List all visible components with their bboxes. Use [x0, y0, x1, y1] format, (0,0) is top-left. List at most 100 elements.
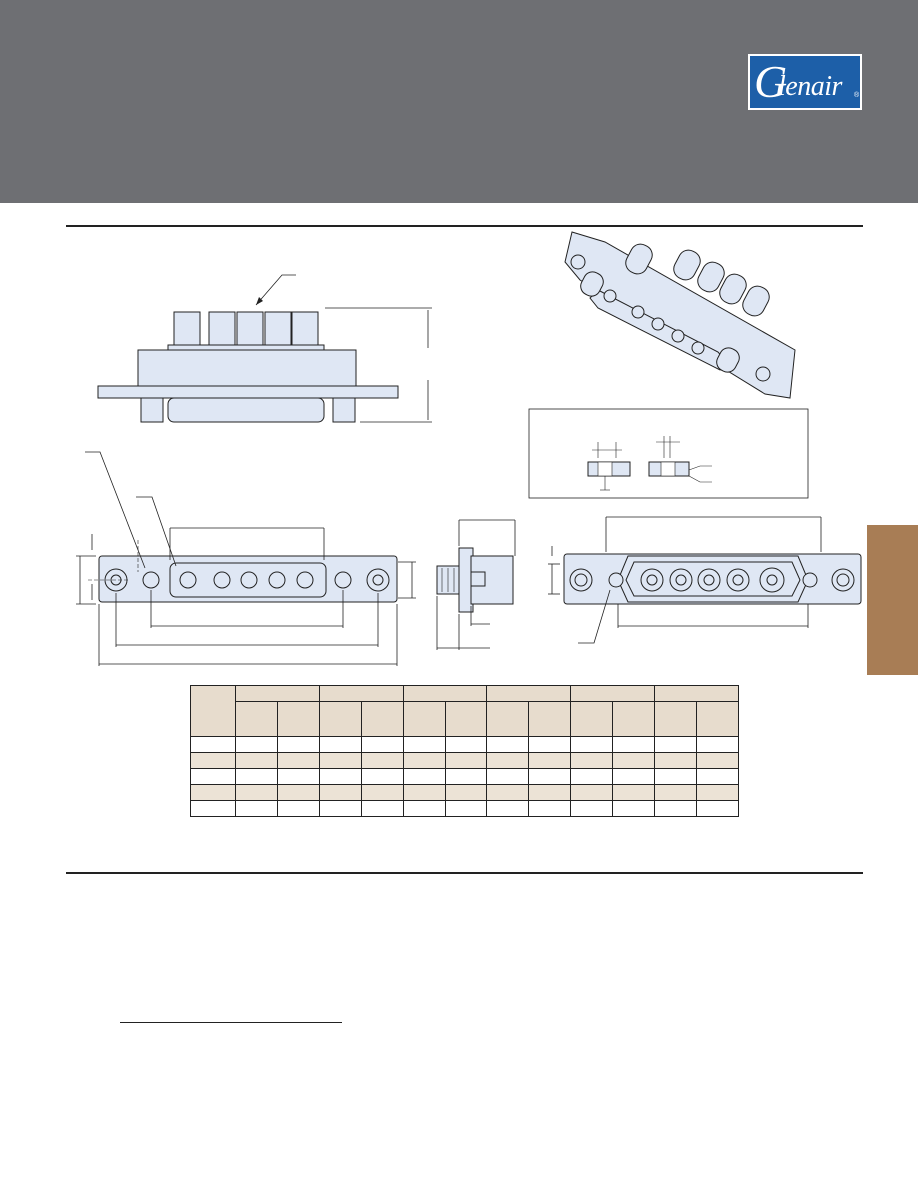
table-cell [402, 800, 446, 817]
table-cell [402, 784, 446, 801]
table-cell [235, 752, 278, 769]
table-cell [486, 736, 530, 753]
table-row [190, 736, 740, 753]
table-group-header [486, 685, 572, 702]
page-header: G lenair ® [0, 0, 918, 203]
dimensions-table [190, 685, 740, 817]
table-cell [654, 736, 697, 753]
table-cell [318, 736, 362, 753]
table-row [190, 784, 740, 801]
table-row [190, 800, 740, 817]
table-cell [612, 800, 656, 817]
table-subheader [235, 701, 278, 737]
table-subheader [528, 701, 572, 737]
table-subheader [360, 701, 404, 737]
table-cell [235, 768, 278, 785]
table-subheader [276, 701, 320, 737]
table-cell [444, 768, 488, 785]
table-cell [190, 736, 236, 753]
front-view [76, 451, 416, 666]
table-cell [444, 752, 488, 769]
table-cell [570, 784, 614, 801]
section-underline [120, 1022, 342, 1023]
table-cell [318, 752, 362, 769]
table-cell [528, 736, 572, 753]
table-cell [612, 752, 656, 769]
table-cell [402, 768, 446, 785]
table-corner-cell [190, 685, 236, 737]
table-cell [695, 784, 740, 801]
table-cell [235, 800, 278, 817]
table-group-header [654, 685, 739, 702]
table-cell [402, 752, 446, 769]
glenair-logo: G lenair ® [748, 54, 862, 110]
table-cell [190, 768, 236, 785]
table-cell [318, 768, 362, 785]
table-cell [318, 784, 362, 801]
table-cell [402, 736, 446, 753]
table-subheader [570, 701, 614, 737]
table-cell [528, 768, 572, 785]
table-cell [486, 800, 530, 817]
section-side-tab [867, 525, 918, 675]
table-cell [444, 784, 488, 801]
table-cell [612, 768, 656, 785]
table-cell [570, 736, 614, 753]
table-cell [190, 752, 236, 769]
detail-box [528, 408, 809, 499]
table-group-header [402, 685, 488, 702]
table-cell [444, 800, 488, 817]
table-cell [654, 768, 697, 785]
table-cell [654, 752, 697, 769]
table-cell [360, 768, 404, 785]
table-cell [486, 784, 530, 801]
table-cell [654, 800, 697, 817]
table-group-header [570, 685, 656, 702]
table-cell [360, 752, 404, 769]
table-cell [570, 800, 614, 817]
table-subheader [318, 701, 362, 737]
table-row [190, 768, 740, 785]
rear-view [548, 516, 862, 644]
table-subheader [612, 701, 656, 737]
table-subheader [695, 701, 740, 737]
table-cell [612, 784, 656, 801]
table-cell [360, 784, 404, 801]
table-group-header [235, 685, 320, 702]
table-subheader [402, 701, 446, 737]
bottom-section-rule [66, 872, 863, 874]
table-cell [695, 768, 740, 785]
table-cell [695, 736, 740, 753]
table-cell [360, 736, 404, 753]
table-cell [528, 752, 572, 769]
table-row [190, 752, 740, 769]
table-cell [695, 800, 740, 817]
table-cell [276, 768, 320, 785]
table-cell [318, 800, 362, 817]
table-subheader [444, 701, 488, 737]
table-cell [528, 784, 572, 801]
table-cell [235, 736, 278, 753]
side-view [97, 274, 432, 423]
table-cell [276, 736, 320, 753]
table-cell [276, 800, 320, 817]
table-cell [360, 800, 404, 817]
table-subheader [486, 701, 530, 737]
table-cell [486, 768, 530, 785]
table-cell [486, 752, 530, 769]
table-cell [444, 736, 488, 753]
connector-drawing: .pf { fill: #dfe7f4; stroke: #222; strok… [76, 231, 862, 666]
top-section-rule [66, 225, 863, 227]
table-cell [570, 768, 614, 785]
table-cell [276, 784, 320, 801]
end-view [436, 519, 516, 650]
table-group-header [318, 685, 404, 702]
isometric-view [564, 231, 796, 399]
table-cell [612, 736, 656, 753]
table-cell [528, 800, 572, 817]
table-subheader [654, 701, 697, 737]
table-cell [276, 752, 320, 769]
table-cell [190, 784, 236, 801]
table-cell [570, 752, 614, 769]
table-cell [190, 800, 236, 817]
